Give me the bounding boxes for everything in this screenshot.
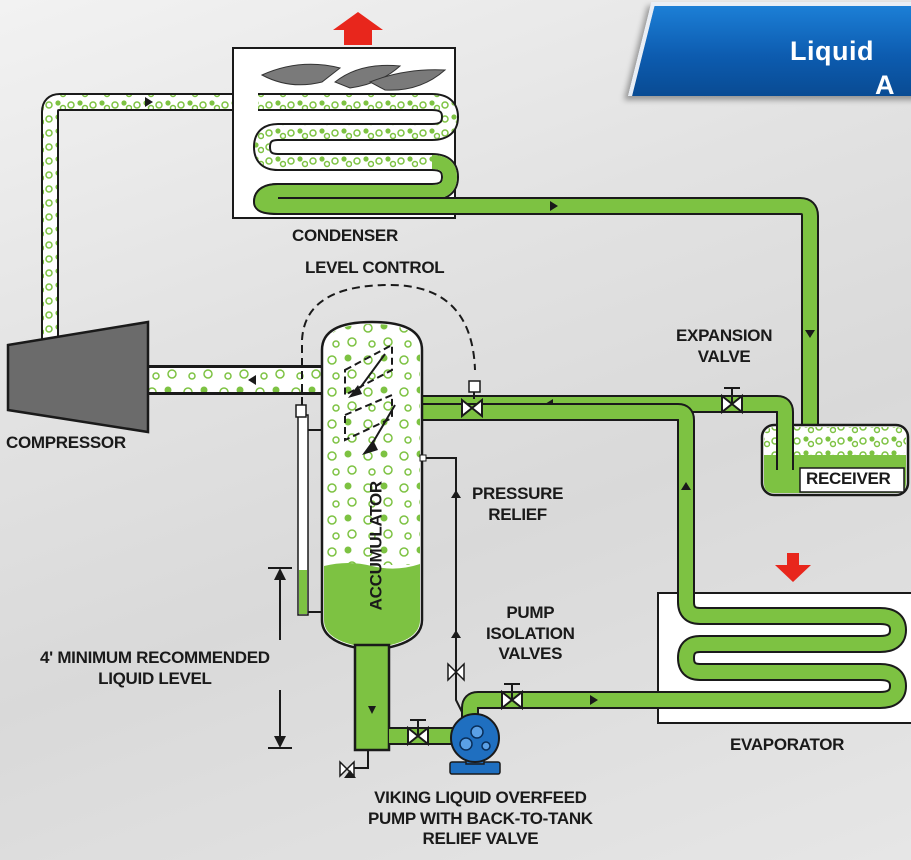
pump-isolation-label-line1: PUMP	[506, 603, 555, 622]
pump-label-line2: PUMP WITH BACK-TO-TANK	[368, 808, 593, 828]
pressure-relief-line	[419, 454, 465, 713]
pump-isolation-label-line2: ISOLATION	[486, 623, 575, 643]
heat-out-arrow	[333, 12, 383, 45]
pump-suction-isolation-valve	[407, 719, 429, 747]
accumulator	[295, 320, 424, 778]
title-line-2: A	[875, 70, 895, 100]
min-level-label-line1: 4' MINIMUM RECOMMENDED	[40, 648, 270, 667]
viking-pump	[449, 713, 501, 775]
flow-arrow-marker	[550, 201, 558, 211]
pump-label-line1: VIKING LIQUID OVERFEED	[374, 788, 587, 807]
pump-label-line3: RELIEF VALVE	[422, 829, 539, 849]
receiver	[760, 423, 910, 497]
liquid-level-dimension	[268, 567, 292, 749]
suction-pipe	[148, 365, 323, 395]
pump-isolation-valves-label: PUMP ISOLATION VALVES	[486, 603, 575, 665]
condenser-label: CONDENSER	[292, 226, 398, 245]
min-level-label-line2: LIQUID LEVEL	[98, 668, 212, 688]
compressor-label: COMPRESSOR	[6, 433, 126, 452]
min-liquid-level-label: 4' MINIMUM RECOMMENDED LIQUID LEVEL	[40, 648, 270, 689]
discharge-pipe	[41, 93, 258, 346]
expansion-valve-label-line1: EXPANSION	[676, 326, 773, 345]
expansion-valve	[721, 387, 743, 415]
evaporator-label: EVAPORATOR	[730, 735, 845, 754]
level-control-line	[301, 283, 481, 405]
pressure-relief-label: PRESSURE RELIEF	[472, 484, 563, 525]
pump-isolation-label-line3: VALVES	[498, 644, 563, 664]
pressure-relief-label-line1: PRESSURE	[472, 484, 564, 503]
level-control-valve	[461, 397, 483, 419]
pump-label: VIKING LIQUID OVERFEED PUMP WITH BACK-TO…	[368, 788, 593, 850]
flow-arrow-marker	[805, 330, 815, 338]
level-control-label: LEVEL CONTROL	[305, 258, 445, 277]
pump-discharge-line	[461, 691, 505, 735]
expansion-valve-label: EXPANSION VALVE	[676, 326, 772, 367]
liquid-line	[252, 183, 819, 455]
flow-arrow-marker	[590, 695, 598, 705]
heat-in-arrow	[775, 553, 811, 582]
evaporator-return-line	[420, 403, 695, 600]
evaporator	[500, 590, 911, 724]
title-line-1: Liquid	[790, 36, 874, 66]
compressor	[6, 320, 150, 434]
flow-arrow-marker	[681, 482, 691, 490]
pump-discharge-isolation-valve	[501, 683, 523, 711]
expansion-valve-label-line2: VALVE	[697, 346, 751, 366]
accumulator-label: ACCUMULATOR	[366, 481, 386, 611]
flow-arrow-marker	[248, 375, 256, 385]
receiver-label: RECEIVER	[806, 469, 891, 488]
pressure-relief-label-line2: RELIEF	[488, 504, 547, 524]
flow-arrow-marker	[145, 97, 153, 107]
